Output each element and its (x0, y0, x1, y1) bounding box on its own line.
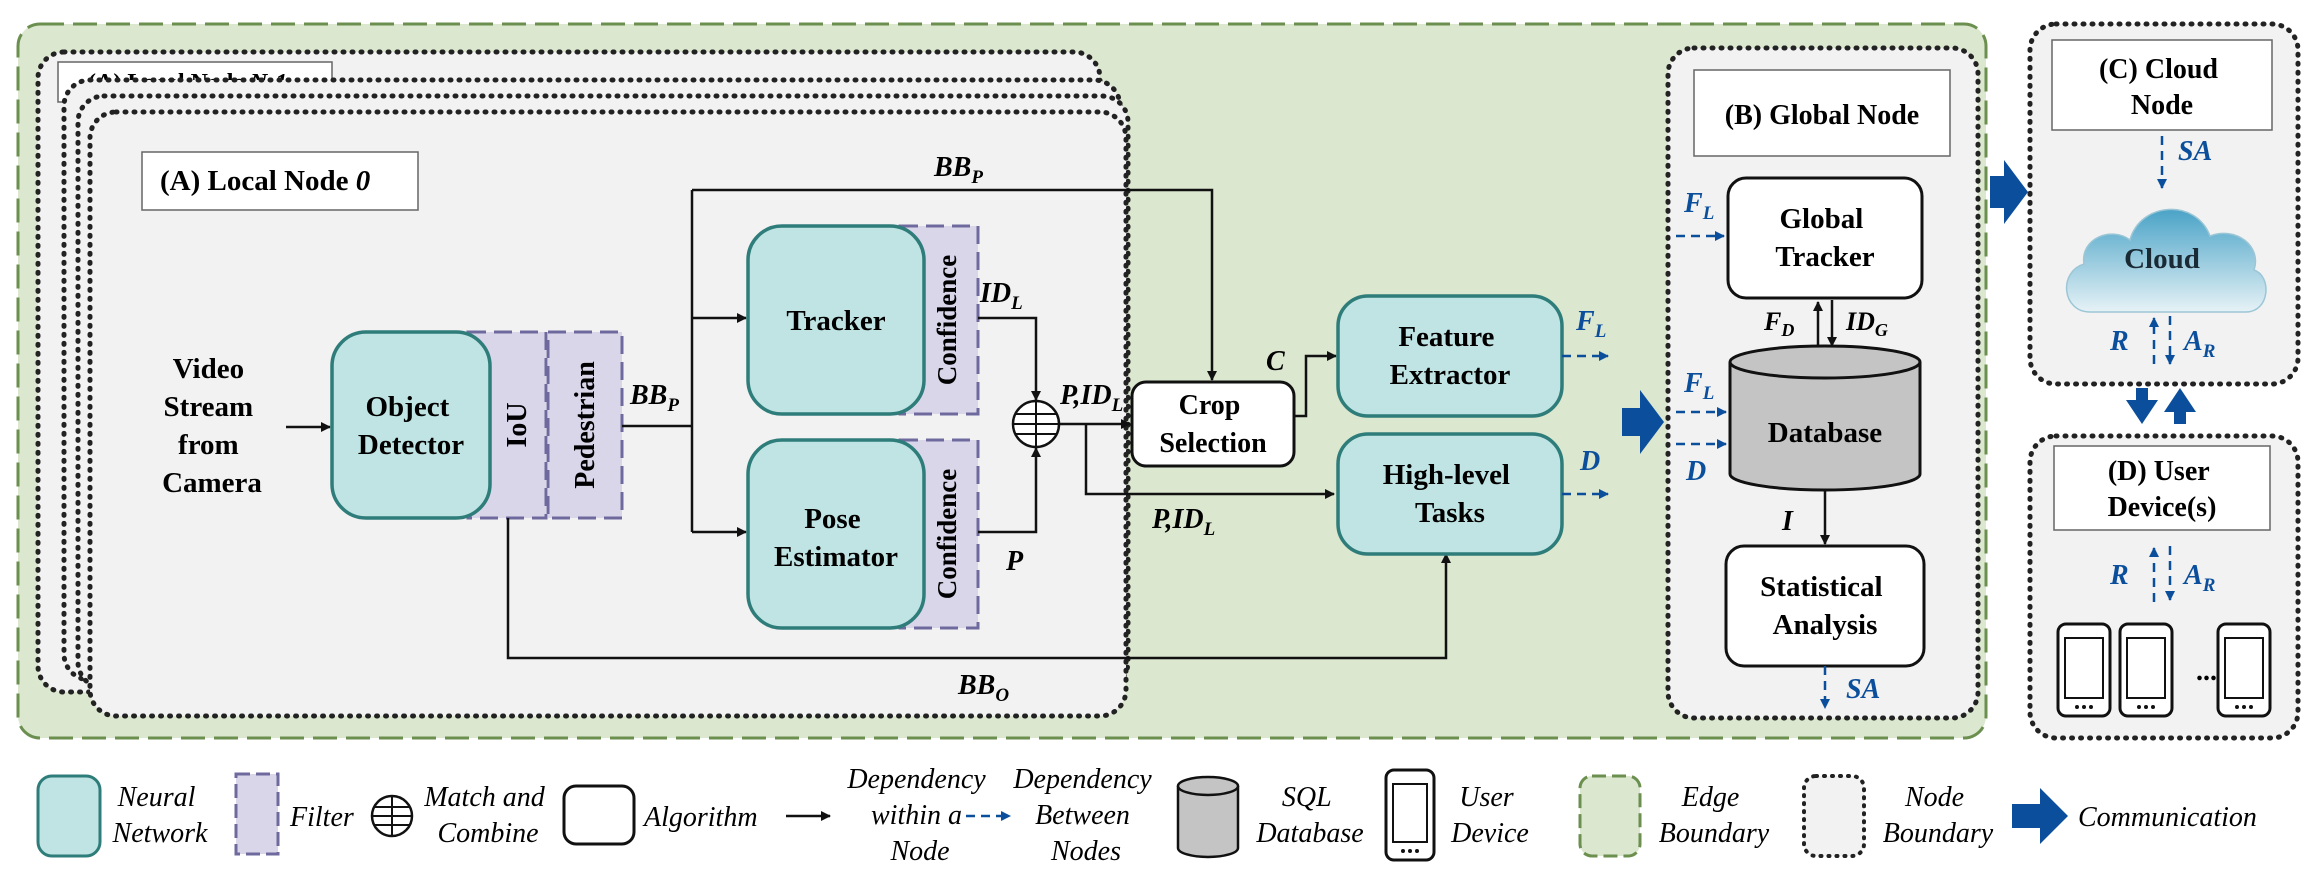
arrow-match-to-tasks (1084, 424, 1335, 499)
svg-text:(A) Local Node 0: (A) Local Node 0 (160, 165, 370, 197)
legend-dep-between-label: Dependency Between Nodes (1012, 764, 1158, 867)
feature-extractor-label: Feature Extractor (1390, 321, 1511, 391)
f-l-in2-label: FL (1683, 368, 1714, 404)
legend-dep-within-label: Dependency within a Node (846, 764, 992, 867)
sa-out-label: SA (1846, 674, 1880, 705)
legend: Neural Network Filter Match and Combine … (36, 764, 2257, 867)
pose-estimator-label: Pose Estimator (774, 503, 898, 573)
legend-algorithm-label: Algorithm (642, 802, 758, 833)
crop-selection-box (1130, 380, 1296, 468)
f-l-in1-label: FL (1683, 188, 1714, 224)
d-out-label: D (1579, 446, 1600, 477)
filter-iou-label: IoU (502, 402, 533, 447)
legend-filter-label: Filter (289, 802, 354, 833)
legend-match-combine-icon (370, 794, 414, 838)
legend-filter-swatch (234, 772, 280, 856)
cloud-ar-label: AR (2182, 326, 2215, 362)
user-devices-ellipsis: ... (2196, 656, 2217, 687)
f-l-out-label: FL (1575, 306, 1606, 342)
global-node-title-box (1693, 69, 1951, 157)
tracker-box (746, 224, 926, 416)
arrow-idl-to-match (978, 316, 1041, 401)
legend-node-boundary-swatch (1802, 774, 1866, 858)
arrow-crop-to-feature (1294, 351, 1337, 418)
user-node-title-box (2053, 445, 2271, 531)
cloud-sa-label: SA (2178, 136, 2212, 167)
legend-sql-database-label: SQL Database (1255, 782, 1363, 849)
i-label: I (1781, 506, 1794, 537)
global-node-title: (B) Global Node (1725, 100, 1919, 131)
legend-algorithm-swatch (562, 784, 636, 846)
cloud-icon (2066, 208, 2267, 313)
bbp-top-label: BBP (933, 152, 983, 188)
user-ar-label: AR (2182, 560, 2215, 596)
legend-user-device-icon (1384, 768, 1436, 862)
bbp-mid-label: BBP (629, 380, 679, 416)
crop-selection-label: Crop Selection (1159, 390, 1267, 459)
global-tracker-label: Global Tracker (1775, 203, 1874, 273)
confidence-pose-label: Confidence (932, 469, 962, 600)
pid-l-top-label: P,IDL (1059, 380, 1123, 416)
cloud-node-title: (C) Cloud Node (2099, 54, 2225, 121)
confidence-tracker-label: Confidence (932, 255, 962, 386)
f-d-label: FD (1763, 307, 1794, 340)
bbo-label: BBO (957, 670, 1009, 706)
legend-node-boundary-label: Node Boundary (1883, 782, 1994, 849)
c-label: C (1266, 346, 1285, 377)
user-r-label: R (2109, 560, 2129, 591)
legend-neural-network-label: Neural Network (112, 782, 208, 849)
communication-arrow-cloud-to-user (2126, 388, 2158, 424)
object-detector-label: Object Detector (358, 391, 464, 461)
filter-pedestrian-label: Pedestrian (570, 361, 601, 489)
legend-user-device-label: User Device (1450, 782, 1529, 849)
cloud-node-title-box (2051, 39, 2273, 131)
pid-l-bottom-label: P,IDL (1151, 504, 1215, 540)
local-node-0-title: (A) Local Node 0 (141, 151, 419, 211)
high-level-tasks-box (1336, 432, 1564, 556)
user-device-icon (2056, 622, 2112, 718)
match-combine-icon (1011, 399, 1061, 449)
video-input-label: Video Stream from Camera (162, 353, 262, 499)
user-node-title: (D) User Device(s) (2108, 456, 2217, 523)
feature-extractor-box (1336, 294, 1564, 418)
tracker-label: Tracker (786, 305, 885, 337)
user-device-icon (2118, 622, 2174, 718)
user-device-icon (2216, 622, 2272, 718)
communication-arrow-user-to-cloud (2164, 388, 2196, 424)
legend-communication-label: Communication (2078, 802, 2257, 833)
arrow-p-to-match (978, 447, 1041, 534)
database-cylinder (1728, 344, 1922, 492)
d-in-label: D (1685, 456, 1706, 487)
line-bbp-to-crop (692, 188, 1217, 381)
global-tracker-box (1726, 176, 1924, 300)
legend-edge-boundary-label: Edge Boundary (1659, 782, 1770, 849)
high-level-tasks-label: High-level Tasks (1383, 459, 1518, 529)
cloud-r-label: R (2109, 326, 2129, 357)
id-g-label: IDG (1845, 307, 1888, 340)
legend-edge-boundary-swatch (1578, 774, 1642, 858)
object-detector-box (330, 330, 492, 520)
cloud-label: Cloud (2124, 243, 2200, 275)
id-l-label: IDL (979, 278, 1023, 314)
line-bbo (506, 518, 1451, 660)
legend-sql-database-icon (1176, 775, 1240, 859)
statistical-analysis-box (1724, 544, 1926, 668)
database-label: Database (1768, 417, 1883, 449)
p-label: P (1005, 546, 1024, 577)
communication-arrow-edge-to-cloud (1990, 160, 2028, 224)
pose-estimator-box (746, 438, 926, 630)
statistical-analysis-label: Statistical Analysis (1760, 571, 1890, 641)
legend-neural-network-swatch (36, 774, 102, 858)
communication-arrow-local-to-global (1622, 390, 1664, 454)
legend-communication-arrow (2012, 788, 2068, 844)
legend-match-combine-label: Match and Combine (423, 782, 552, 849)
